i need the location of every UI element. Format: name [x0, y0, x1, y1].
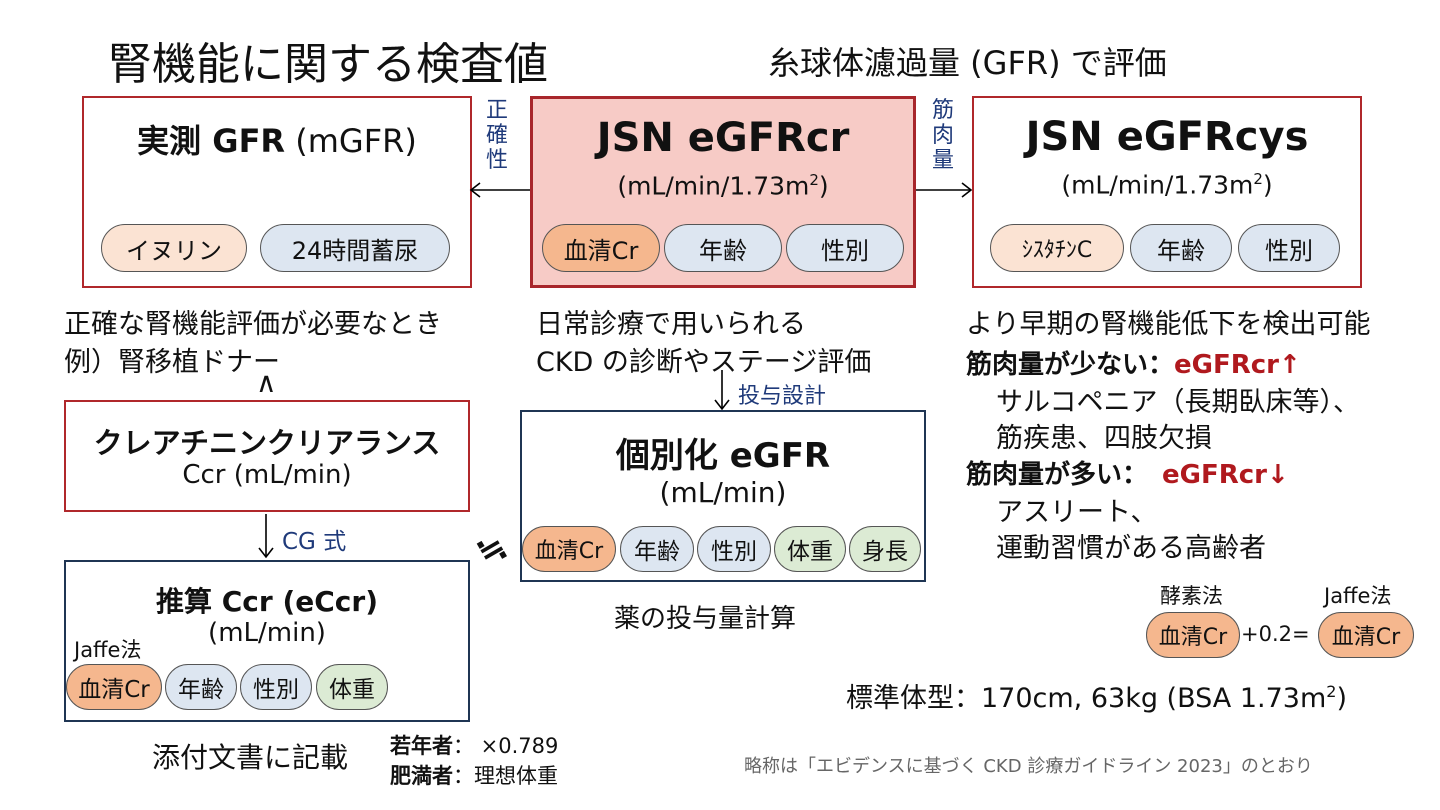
mgfr-desc-1: 正確な腎機能評価が必要なとき	[64, 309, 442, 340]
ccr-unit: Ccr (mL/min)	[182, 460, 352, 490]
mgfr-title: 実測 GFR (mGFR)	[84, 116, 470, 162]
young-label: 若年者	[390, 734, 453, 758]
high-muscle-example-1: アスリート、	[996, 497, 1158, 528]
muscle-char-2: 肉	[932, 123, 955, 148]
indiv-pill-height: 身長	[849, 526, 921, 572]
eccr-title: 推算 Ccr (eCcr)	[156, 585, 378, 618]
high-muscle-line: 筋肉量が多い： eGFRcr↓	[966, 454, 1289, 491]
mgfr-pill-inulin: イヌリン	[101, 224, 247, 272]
arrow-to-egfrcys	[916, 182, 973, 198]
standard-body-text: 標準体型：170cm, 63kg (BSA 1.73m	[846, 683, 1327, 714]
mgfr-title-bold: 実測 GFR	[137, 122, 286, 160]
arrow-cg-formula	[258, 514, 274, 559]
eccr-pill-sex: 性別	[240, 664, 312, 710]
eccr-pill-serum-cr: 血清Cr	[66, 664, 162, 710]
egfrcr-unit-sup: 2	[809, 171, 819, 189]
young-value: ： ×0.789	[453, 734, 559, 758]
obese-line: 肥満者：理想体重	[390, 760, 558, 790]
eccr-pill-weight: 体重	[316, 664, 388, 710]
muscle-char-1: 筋	[932, 98, 955, 123]
egfrcys-title: JSN eGFRcys	[1025, 114, 1309, 160]
indiv-egfr-unit: (mL/min)	[659, 476, 787, 509]
page-subtitle: 糸球体濾過量 (GFR) で評価	[768, 44, 1167, 82]
muscle-char-3: 量	[932, 148, 955, 173]
egfrcr-unit-end: )	[818, 171, 829, 201]
young-line: 若年者： ×0.789	[390, 730, 558, 760]
mgfr-title-rest: (mGFR)	[285, 122, 417, 160]
egfrcr-unit-text: (mL/min/1.73m	[617, 171, 810, 201]
conversion-formula: +0.2=	[1241, 622, 1310, 646]
page-title: 腎機能に関する検査値	[108, 39, 548, 90]
indiv-pill-age: 年齢	[620, 526, 694, 572]
arrow-dose-design	[714, 370, 730, 411]
indiv-pill-serum-cr: 血清Cr	[522, 526, 616, 572]
conversion-pill-enzyme: 血清Cr	[1146, 612, 1240, 658]
ccr-title: クレアチニンクリアランス	[93, 426, 441, 460]
egfrcr-pill-age: 年齢	[664, 224, 782, 272]
eccr-pill-age: 年齢	[165, 664, 237, 710]
egfrcys-unit: (mL/min/1.73m2)	[974, 170, 1360, 199]
low-muscle-label: 筋肉量が少ない：	[966, 350, 1175, 380]
mgfr-desc-2: 例）腎移植ドナー	[64, 347, 280, 378]
mgfr-pill-24h-urine: 24時間蓄尿	[260, 224, 450, 272]
eccr-note: 添付文書に記載	[152, 741, 349, 774]
egfrcys-unit-sup: 2	[1253, 170, 1263, 188]
cg-formula-label: CG 式	[282, 529, 347, 555]
caret-up: ∧	[256, 366, 277, 399]
egfrcr-pill-sex: 性別	[786, 224, 904, 272]
indiv-desc: 薬の投与量計算	[614, 604, 797, 634]
high-muscle-label: 筋肉量が多い：	[966, 460, 1149, 490]
accuracy-char-1: 正	[486, 98, 509, 123]
accuracy-char-2: 確	[486, 123, 509, 148]
low-muscle-line: 筋肉量が少ない：eGFRcr↑	[966, 344, 1301, 381]
indiv-pill-weight: 体重	[774, 526, 846, 572]
conversion-enzyme-label: 酵素法	[1160, 584, 1223, 608]
egfrcys-unit-end: )	[1262, 170, 1273, 200]
low-muscle-example-2: 筋疾患、四肢欠損	[996, 423, 1212, 454]
conversion-pill-jaffe: 血清Cr	[1318, 612, 1414, 658]
ccr-box: クレアチニンクリアランス Ccr (mL/min)	[64, 400, 470, 512]
accuracy-char-3: 性	[486, 148, 509, 173]
obese-value: ：理想体重	[453, 764, 558, 788]
eccr-jaffe-label: Jaffe法	[74, 638, 142, 662]
egfrcr-unit: (mL/min/1.73m2)	[533, 171, 913, 200]
obese-label: 肥満者	[390, 764, 453, 788]
footnote: 略称は「エビデンスに基づく CKD 診療ガイドライン 2023」のとおり	[744, 756, 1313, 777]
standard-body: 標準体型：170cm, 63kg (BSA 1.73m2)	[846, 676, 1347, 715]
dose-design-label: 投与設計	[738, 384, 827, 409]
high-muscle-value: eGFRcr↓	[1162, 460, 1289, 490]
low-muscle-value: eGFRcr↑	[1174, 350, 1301, 380]
egfrcys-pill-age: 年齢	[1130, 224, 1232, 272]
egfrcys-unit-text: (mL/min/1.73m	[1061, 170, 1254, 200]
egfrcr-title: JSN eGFRcr	[596, 115, 850, 161]
egfrcr-pill-serum-cr: 血清Cr	[542, 224, 660, 272]
indiv-pill-sex: 性別	[697, 526, 771, 572]
egfrcys-desc: より早期の腎機能低下を検出可能	[966, 309, 1371, 340]
indiv-egfr-title: 個別化 eGFR	[615, 436, 831, 476]
egfrcr-desc-1: 日常診療で用いられる	[536, 309, 806, 340]
eccr-unit: (mL/min)	[208, 618, 326, 648]
egfrcr-desc-2: CKD の診断やステージ評価	[536, 347, 872, 378]
high-muscle-example-2: 運動習慣がある高齢者	[996, 533, 1266, 564]
low-muscle-example-1: サルコペニア（長期臥床等）、	[996, 387, 1360, 418]
muscle-label: 筋 肉 量	[932, 98, 954, 173]
egfrcys-pill-cystatin: ｼｽﾀﾁﾝC	[990, 224, 1124, 272]
egfrcys-pill-sex: 性別	[1238, 224, 1340, 272]
conversion-jaffe-label: Jaffe法	[1324, 584, 1392, 608]
standard-body-end: )	[1336, 683, 1347, 714]
arrow-to-mgfr	[469, 182, 532, 198]
standard-body-sup: 2	[1326, 682, 1337, 701]
accuracy-label: 正 確 性	[486, 98, 508, 173]
approx-sign: ≒	[470, 525, 513, 573]
